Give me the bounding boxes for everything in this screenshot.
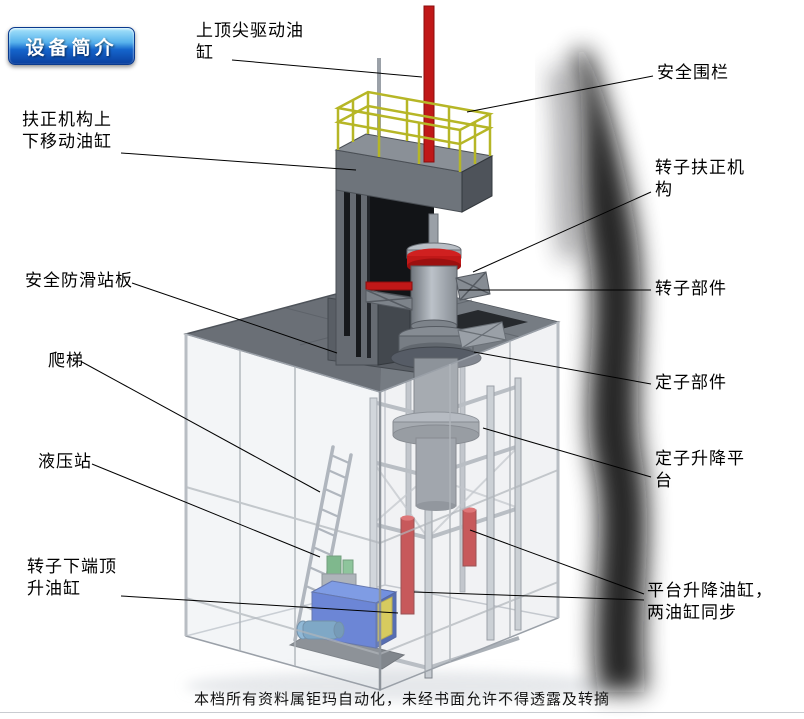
yellow-panel	[377, 596, 393, 642]
leader-stator-lift-platform	[482, 427, 652, 478]
label-platform-cylinders: 平台升降油缸， 两油缸同步	[647, 581, 773, 622]
rotor-body	[410, 265, 458, 327]
bottom-divider	[0, 712, 804, 713]
enclosure-front-walls	[184, 320, 560, 692]
label-rotor-component: 转子部件	[655, 279, 727, 298]
label-centering-cylinder: 扶正机构上 下移动油缸	[22, 110, 112, 151]
label-hydraulic-station: 液压站	[38, 452, 92, 471]
leader-hydraulic-station	[91, 463, 321, 558]
leader-rotor-jack-cylinder	[120, 595, 399, 614]
label-rotor-centering: 转子扶正机 构	[655, 158, 745, 199]
leader-safety-fence	[466, 75, 654, 113]
label-stator-component: 定子部件	[655, 373, 727, 392]
rotor-assembly	[365, 213, 507, 511]
leader-rotor-centering	[472, 191, 652, 273]
label-stator-lift-platform: 定子升降平 台	[655, 449, 745, 490]
leader-lines	[81, 59, 654, 614]
label-top-pin-cylinder: 上顶尖驱动油 缸	[196, 21, 304, 62]
label-ladder: 爬梯	[48, 351, 84, 370]
leader-anti-slip-platform	[131, 282, 338, 354]
leader-ladder	[81, 361, 321, 493]
label-anti-slip-platform: 安全防滑站板	[25, 271, 133, 290]
ground-shadow	[185, 671, 615, 701]
hydraulic-station	[288, 555, 406, 670]
leader-centering-cylinder	[120, 152, 357, 171]
stator-lift-frame	[369, 359, 522, 679]
leader-stator-component	[473, 351, 652, 385]
shadow-streak	[548, 50, 648, 692]
title-badge: 设备简介	[8, 27, 135, 65]
label-rotor-jack-cylinder: 转子下端顶 升油缸	[27, 557, 117, 598]
centering-arm	[365, 281, 413, 291]
leader-platform-cylinder-a	[469, 529, 645, 595]
safety-fence	[334, 90, 494, 172]
leader-platform-cylinder-b	[413, 591, 645, 601]
copyright-footer: 本档所有资料属钜玛自动化，未经书面允许不得透露及转摘	[193, 691, 610, 708]
top-pin-drive-cylinder	[423, 5, 435, 163]
label-safety-fence: 安全围栏	[657, 63, 729, 82]
leader-top-pin-cylinder	[231, 59, 423, 78]
